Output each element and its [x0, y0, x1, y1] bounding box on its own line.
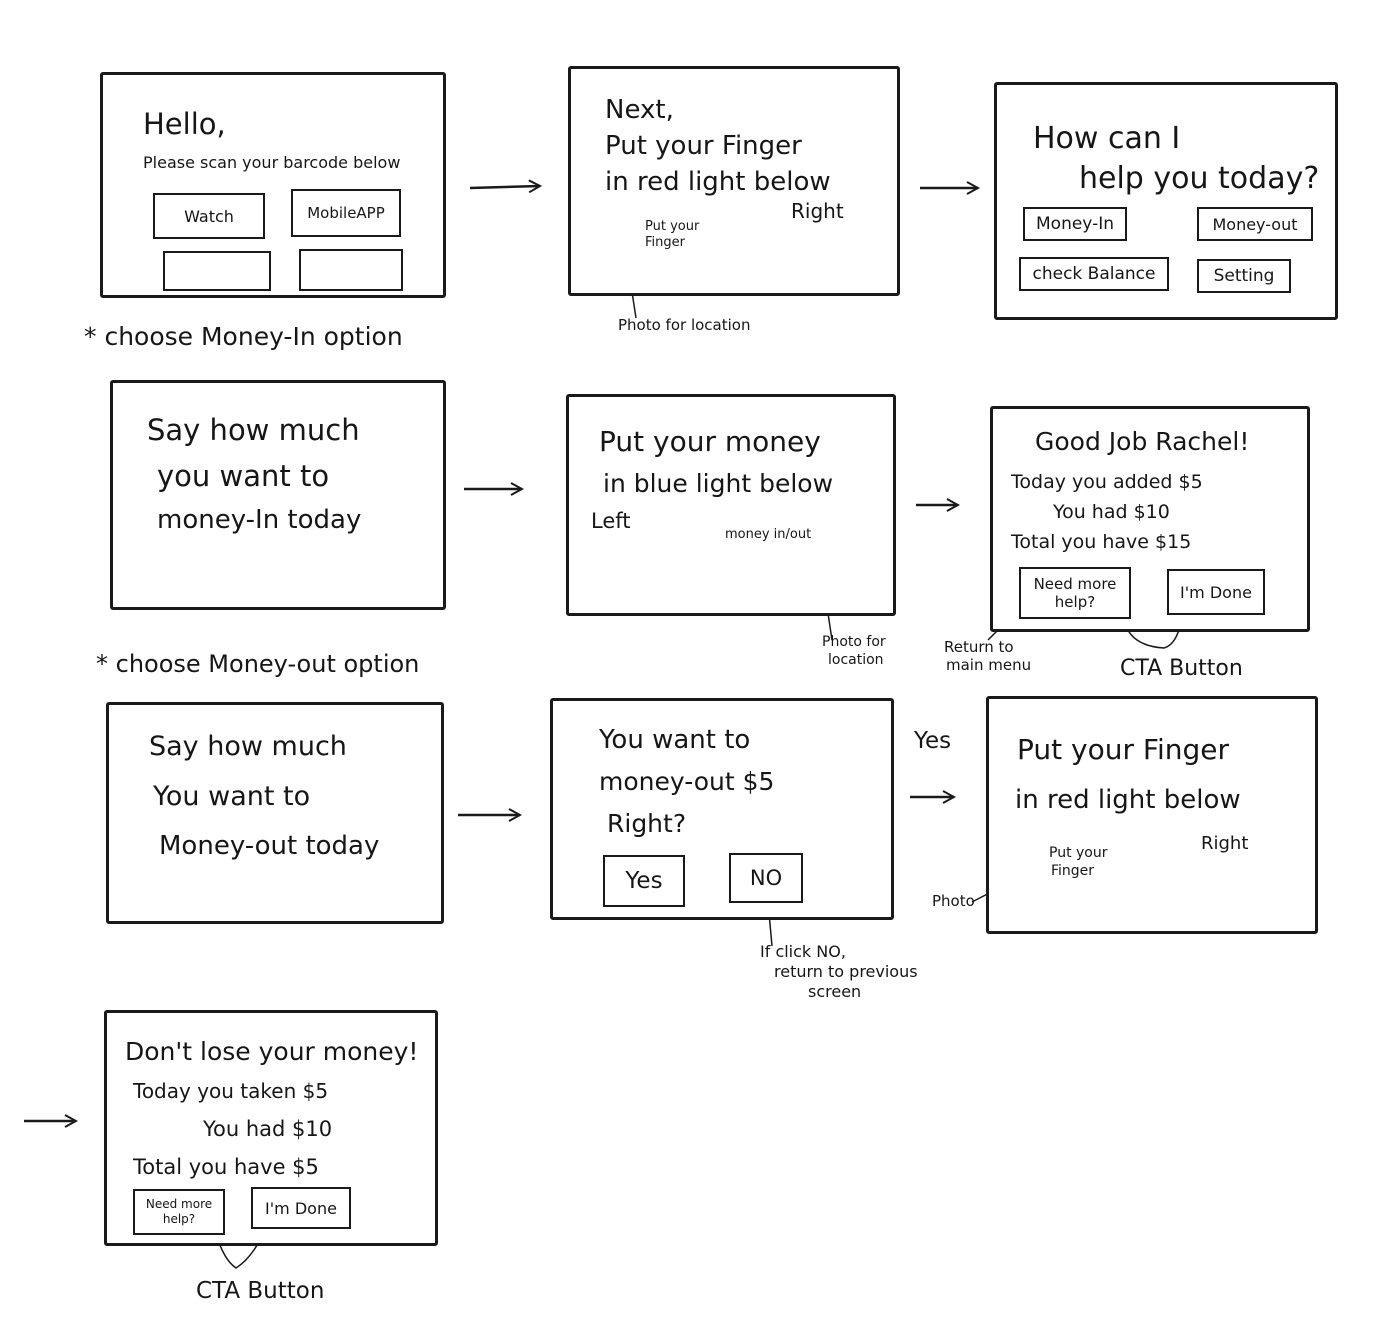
screen-5-insert-money: Put your money in blue light below Left …: [566, 394, 896, 616]
s10-title: Don't lose your money!: [125, 1037, 419, 1066]
s2-device-label-2: Finger: [645, 235, 685, 250]
s8-no-annotation-1: If click NO,: [760, 942, 846, 961]
mobile-app-scan-area[interactable]: [299, 249, 403, 291]
s9-line-1: Put your Finger: [1017, 733, 1229, 766]
s6-return-annotation-2: main menu: [946, 656, 1032, 674]
s5-line-1: Put your money: [599, 425, 821, 458]
s6-line-1: Today you added $5: [1011, 471, 1203, 493]
screen-2-finger-scan: Next, Put your Finger in red light below…: [568, 66, 900, 296]
s3-line-2: help you today?: [1079, 161, 1320, 196]
s7-line-2: You want to: [153, 781, 311, 812]
arrow-s1-s2: [469, 186, 540, 188]
screen-7-say-amount-out: Say how much You want to Money-out today: [106, 702, 444, 924]
need-more-help-label-1: Need more: [1033, 575, 1117, 593]
no-button[interactable]: NO: [729, 853, 803, 903]
s6-line-3: Total you have $15: [1011, 531, 1192, 553]
money-in-button[interactable]: Money-In: [1023, 207, 1127, 241]
s5-photo-annotation-2: location: [828, 652, 884, 668]
s10-line-2: You had $10: [203, 1117, 333, 1141]
need-more-help-button[interactable]: Need more help?: [1019, 567, 1131, 619]
s1-greeting: Hello,: [143, 107, 226, 141]
mobile-app-option-button[interactable]: MobileAPP: [291, 189, 401, 237]
s9-device-label-2: Finger: [1051, 863, 1095, 879]
setting-button[interactable]: Setting: [1197, 259, 1291, 293]
s6-return-annotation-1: Return to: [944, 638, 1014, 656]
screen-9-finger-confirm: Put your Finger in red light below Right…: [986, 696, 1318, 934]
s3-line-1: How can I: [1033, 121, 1181, 156]
s1-instruction: Please scan your barcode below: [143, 153, 401, 172]
s10-need-more-help-label-1: Need more: [145, 1197, 213, 1211]
money-out-button[interactable]: Money-out: [1197, 207, 1313, 241]
yes-button[interactable]: Yes: [603, 855, 685, 907]
s4-line-3: money-In today: [157, 505, 362, 535]
s10-cta-annotation: CTA Button: [196, 1278, 325, 1304]
s5-photo-annotation-1: Photo for: [822, 634, 886, 650]
s9-direction-label: Right: [1201, 833, 1249, 854]
screen-4-say-amount-in: Say how much you want to money-In today: [110, 380, 446, 610]
s2-direction-label: Right: [791, 199, 844, 223]
s2-device-label-1: Put your: [645, 219, 700, 234]
s9-edge-label-yes: Yes: [914, 728, 952, 754]
s8-no-annotation-2: return to previous: [774, 962, 918, 981]
s10-need-more-help-label-2: help?: [162, 1212, 196, 1226]
s4-line-1: Say how much: [147, 413, 360, 447]
s10-line-1: Today you taken $5: [133, 1079, 329, 1103]
screen-10-money-out-summary: Don't lose your money! Today you taken $…: [104, 1010, 438, 1246]
s9-device-label-1: Put your: [1049, 845, 1108, 861]
s10-need-more-help-button[interactable]: Need more help?: [133, 1189, 225, 1235]
s5-direction-label: Left: [591, 509, 631, 533]
s2-line-1: Next,: [605, 95, 674, 125]
s5-line-2: in blue light below: [603, 469, 834, 498]
screen-1-welcome: Hello, Please scan your barcode below Wa…: [100, 72, 446, 298]
note-money-in-option: * choose Money-In option: [84, 322, 403, 351]
s5-device-label: money in/out: [725, 527, 812, 542]
s6-cta-annotation: CTA Button: [1120, 656, 1243, 681]
note-money-out-option: * choose Money-out option: [96, 650, 420, 678]
s6-title: Good Job Rachel!: [1035, 427, 1250, 456]
s2-line-2: Put your Finger: [605, 131, 802, 161]
s10-im-done-button[interactable]: I'm Done: [251, 1187, 351, 1229]
s7-line-3: Money-out today: [159, 831, 380, 861]
s4-line-2: you want to: [157, 459, 330, 493]
s6-line-2: You had $10: [1053, 501, 1170, 523]
screen-3-main-menu: How can I help you today? Money-In Money…: [994, 82, 1338, 320]
watch-scan-area[interactable]: [163, 251, 271, 291]
screen-6-money-in-summary: Good Job Rachel! Today you added $5 You …: [990, 406, 1310, 632]
s8-line-2: money-out $5: [599, 767, 775, 796]
s7-line-1: Say how much: [149, 731, 347, 762]
s9-line-2: in red light below: [1015, 785, 1241, 815]
im-done-button[interactable]: I'm Done: [1167, 569, 1265, 615]
screen-8-confirm-amount: You want to money-out $5 Right? Yes NO: [550, 698, 894, 920]
watch-option-button[interactable]: Watch: [153, 193, 265, 239]
need-more-help-label-2: help?: [1054, 593, 1096, 611]
s10-line-3: Total you have $5: [133, 1155, 319, 1179]
s8-line-3: Right?: [607, 809, 687, 838]
check-balance-button[interactable]: check Balance: [1019, 257, 1169, 291]
s2-photo-annotation: Photo for location: [618, 316, 751, 334]
s9-photo-annotation: Photo: [932, 892, 975, 910]
s2-line-3: in red light below: [605, 167, 831, 197]
s8-no-annotation-3: screen: [808, 982, 862, 1001]
s8-line-1: You want to: [599, 725, 751, 755]
